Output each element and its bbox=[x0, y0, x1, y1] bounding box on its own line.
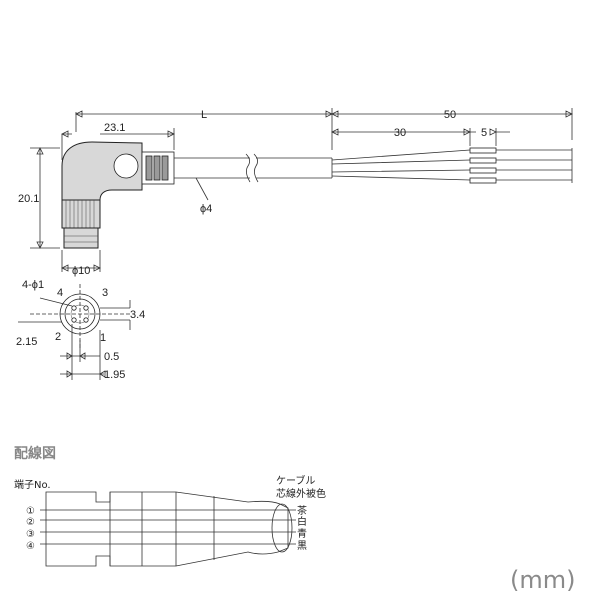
cable-label-line2: 芯線外被色 bbox=[276, 487, 326, 500]
dim-30: 30 bbox=[394, 127, 406, 139]
wiring-diagram: 配線図 端子No. ケーブル 芯線外被色 ① ② ③ ④ 茶 白 青 黒 bbox=[14, 445, 326, 567]
wire-ends bbox=[496, 148, 573, 183]
terminal-number-label: 端子No. bbox=[14, 478, 51, 491]
terminal-2: ② bbox=[26, 517, 35, 528]
wire-color-white: 白 bbox=[297, 515, 307, 528]
cable-left-segment bbox=[174, 157, 250, 179]
dim-hole: 4-ϕ1 bbox=[22, 279, 44, 291]
dim-50: 50 bbox=[444, 109, 456, 121]
pin-hole-4 bbox=[71, 305, 77, 311]
cable-wires bbox=[331, 149, 471, 181]
terminal-3: ③ bbox=[26, 529, 35, 540]
pin-hole-3 bbox=[83, 305, 89, 311]
elbow-cap bbox=[113, 153, 139, 179]
unit-label: (mm) bbox=[510, 566, 575, 594]
terminal-4: ④ bbox=[26, 541, 35, 552]
pin-hole-2 bbox=[71, 317, 77, 323]
plug-body bbox=[63, 227, 99, 249]
cable-right-segment bbox=[256, 157, 333, 179]
pin-face-view: 4-ϕ1 4 3 2 1 3.4 2.15 0.5 1.95 bbox=[16, 279, 145, 381]
dim-0-5: 0.5 bbox=[104, 351, 119, 363]
wire-color-brown: 茶 bbox=[297, 504, 307, 517]
wire-color-black: 黒 bbox=[297, 540, 307, 552]
dim-1-95: 1.95 bbox=[104, 369, 125, 381]
coupling-nut bbox=[61, 199, 101, 229]
dim-phi4: ϕ4 bbox=[200, 203, 212, 215]
wire-color-blue: 青 bbox=[297, 527, 307, 540]
wiring-title: 配線図 bbox=[14, 445, 56, 462]
dim-phi10: ϕ10 bbox=[72, 265, 90, 277]
pin-label-2: 2 bbox=[55, 331, 61, 343]
wiring-lines bbox=[40, 509, 296, 545]
dim-23-1: 23.1 bbox=[104, 122, 125, 134]
dim-2-15: 2.15 bbox=[16, 336, 37, 348]
pin-label-4: 4 bbox=[57, 287, 63, 299]
dim-3-4: 3.4 bbox=[130, 309, 145, 321]
pin-hole-1 bbox=[83, 317, 89, 323]
cable-label-line1: ケーブル bbox=[276, 474, 315, 487]
terminal-1: ① bbox=[26, 506, 35, 517]
pin-label-3: 3 bbox=[102, 287, 108, 299]
dim-5: 5 bbox=[481, 127, 487, 139]
cable-end bbox=[271, 503, 293, 553]
side-view-drawing: L 50 23.1 30 5 20.1 ϕ4 ϕ10 bbox=[18, 108, 573, 277]
dim-L: L bbox=[201, 109, 207, 121]
connector-outline bbox=[45, 491, 289, 567]
dim-20-1: 20.1 bbox=[18, 193, 39, 205]
pin-label-1: 1 bbox=[100, 332, 106, 344]
